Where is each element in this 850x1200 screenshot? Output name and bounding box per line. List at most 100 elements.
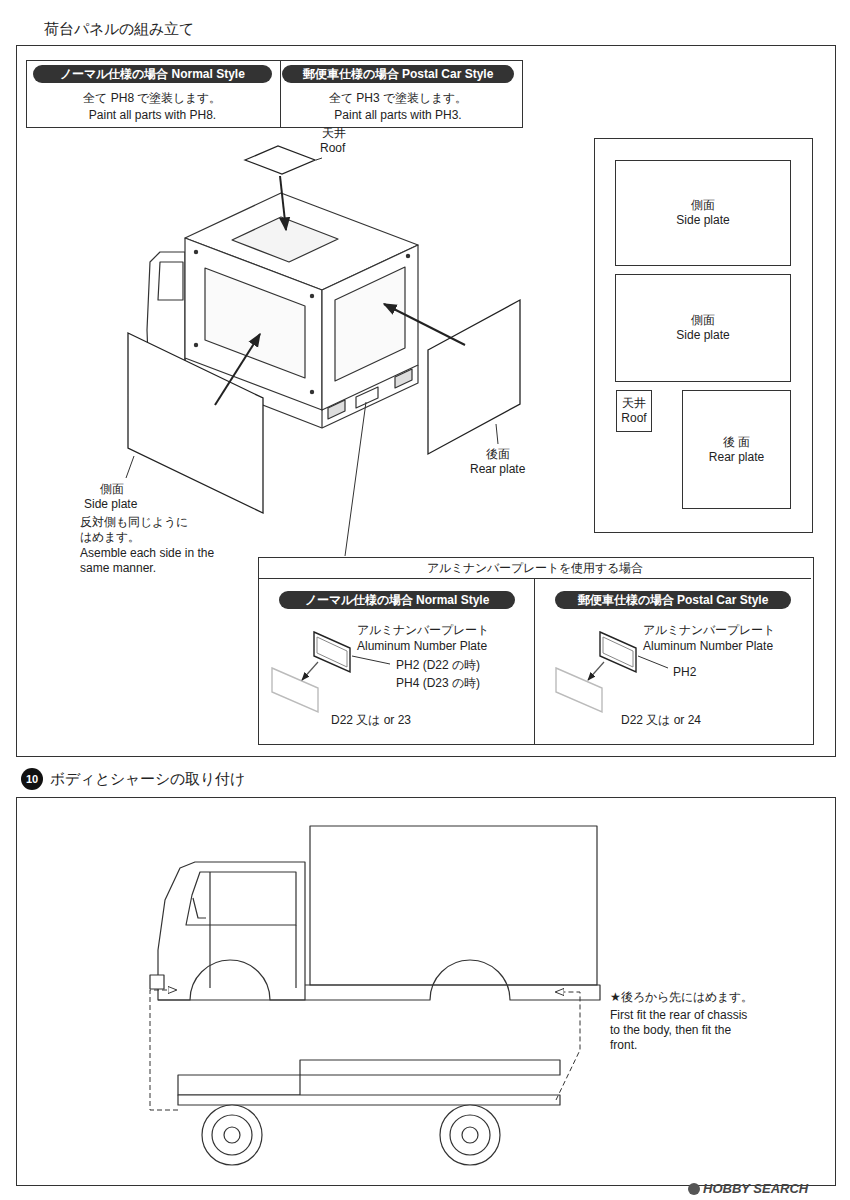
node-text: Rear plate bbox=[709, 450, 764, 465]
cargo-box-illustration bbox=[158, 262, 183, 300]
cargo-box-illustration bbox=[335, 267, 405, 381]
number-plate-illustration bbox=[272, 632, 636, 712]
number-plate-illustration bbox=[314, 632, 350, 672]
assembly-arrow bbox=[215, 334, 260, 405]
style-heading: 郵便車仕様の場合 Postal Car Style bbox=[282, 65, 514, 83]
instruction-note: ★後ろから先にはめます。 bbox=[610, 990, 753, 1005]
node-text: Side plate bbox=[676, 213, 729, 228]
cargo-box-illustration bbox=[310, 294, 313, 297]
part-outline: 後 面Rear plate bbox=[682, 390, 791, 509]
assembly-arrow bbox=[384, 304, 465, 345]
watermark-icon bbox=[688, 1183, 700, 1195]
node-text: 側面 bbox=[691, 198, 715, 213]
step-number-circle bbox=[21, 768, 43, 790]
node-text: アルミナンバープレートを使用する場合 bbox=[259, 561, 811, 576]
cargo-box-illustration bbox=[356, 387, 378, 408]
part-name: 天井 bbox=[322, 126, 346, 141]
node-text: Roof bbox=[621, 411, 646, 426]
node-text: PH2 (D22 の時) bbox=[396, 658, 480, 673]
part-name: 後面 bbox=[486, 447, 510, 462]
node-text: PH4 (D23 の時) bbox=[396, 676, 480, 691]
node-text: D22 又は or 23 bbox=[331, 713, 411, 728]
style-note-box: ノーマル仕様の場合 Normal Style全て PH8 で塗装します。Pain… bbox=[26, 60, 281, 128]
node-text: Paint all parts with PH8. bbox=[27, 108, 278, 123]
cargo-box-illustration bbox=[194, 250, 197, 253]
truck-side-illustration bbox=[224, 1127, 240, 1143]
instruction-note: 反対側も同じように はめます。 bbox=[80, 515, 210, 545]
truck-side-illustration bbox=[440, 1105, 500, 1165]
part-outline: 側面Side plate bbox=[615, 274, 791, 382]
cargo-box-illustration bbox=[395, 369, 412, 388]
truck-side-illustration bbox=[462, 1127, 478, 1143]
number-plate-illustration bbox=[302, 662, 318, 680]
node-text: Side plate bbox=[676, 328, 729, 343]
truck-side-illustration bbox=[310, 826, 597, 985]
fitting-guide-line bbox=[556, 992, 580, 1100]
step-title: ボディとシャーシの取り付け bbox=[50, 770, 245, 788]
node-text: アルミナンバープレート bbox=[357, 623, 489, 638]
option-subpanel: ノーマル仕様の場合 Normal Style アルミナンバープレートAluminu… bbox=[259, 578, 535, 744]
truck-side-illustration bbox=[150, 826, 600, 1165]
truck-side-illustration bbox=[300, 1060, 560, 1075]
part-name: Rear plate bbox=[470, 462, 525, 477]
fitting-guide-line bbox=[150, 990, 178, 1110]
leader-line bbox=[638, 656, 668, 668]
truck-side-illustration bbox=[450, 1115, 490, 1155]
truck-side-illustration bbox=[193, 898, 206, 918]
number-plate-illustration bbox=[600, 632, 636, 672]
frame bbox=[595, 139, 813, 533]
option-subpanel: 郵便車仕様の場合 Postal Car Style アルミナンバープレートAlum… bbox=[535, 578, 811, 744]
node-text: Aluminum Number Plate bbox=[643, 639, 773, 654]
node-text: Aluminum Number Plate bbox=[357, 639, 487, 654]
cargo-box-illustration bbox=[322, 245, 418, 410]
node-text: 後 面 bbox=[723, 435, 750, 450]
truck-side-illustration bbox=[178, 1075, 300, 1095]
cargo-box-illustration bbox=[194, 343, 197, 346]
part-outline: 側面Side plate bbox=[615, 160, 791, 266]
part-outline: 天井Roof bbox=[616, 390, 652, 432]
truck-side-illustration bbox=[178, 1095, 560, 1105]
node-text: PH2 bbox=[673, 665, 696, 680]
node-text: 天井 bbox=[622, 396, 646, 411]
part-plate bbox=[428, 300, 520, 454]
number-plate-illustration bbox=[317, 637, 347, 667]
truck-side-illustration bbox=[210, 872, 296, 988]
leader-line bbox=[352, 656, 390, 664]
frame bbox=[17, 46, 836, 1186]
number-plate-illustration bbox=[556, 668, 602, 712]
step-number-circle bbox=[21, 768, 43, 790]
cargo-box-illustration bbox=[406, 254, 409, 257]
assembly-arrow bbox=[215, 176, 465, 405]
leader-line bbox=[316, 158, 322, 160]
cargo-box-illustration bbox=[205, 268, 305, 378]
part-plate bbox=[128, 146, 520, 513]
node-text: 側面 bbox=[691, 313, 715, 328]
watermark: HOBBY SEARCH bbox=[703, 1181, 808, 1196]
instruction-note: First fit the rear of chassis to the bod… bbox=[610, 1008, 759, 1053]
part-name: Roof bbox=[320, 141, 345, 156]
truck-side-illustration bbox=[186, 872, 296, 925]
leader-line bbox=[126, 456, 134, 478]
assembly-arrow bbox=[280, 176, 286, 230]
truck-side-illustration bbox=[158, 862, 305, 1000]
cargo-box-illustration bbox=[328, 400, 345, 419]
cargo-box-illustration bbox=[321, 410, 322, 428]
watermark-icon bbox=[688, 1183, 700, 1195]
part-plate bbox=[128, 333, 263, 513]
part-name: 側面 bbox=[100, 482, 124, 497]
truck-side-illustration bbox=[158, 960, 600, 1000]
style-heading: ノーマル仕様の場合 Normal Style bbox=[279, 591, 515, 609]
number-plate-illustration bbox=[588, 662, 604, 680]
node-text: Paint all parts with PH3. bbox=[276, 108, 520, 123]
instruction-note: Asemble each side in the same manner. bbox=[80, 546, 230, 576]
style-heading: 郵便車仕様の場合 Postal Car Style bbox=[555, 591, 791, 609]
leader-line bbox=[496, 424, 498, 444]
node-text: D22 又は or 24 bbox=[621, 713, 701, 728]
truck-side-illustration bbox=[202, 1105, 262, 1165]
style-note-box: 郵便車仕様の場合 Postal Car Style全て PH3 で塗装します。P… bbox=[276, 60, 523, 128]
leader-line bbox=[345, 402, 366, 556]
cargo-box-illustration bbox=[310, 390, 313, 393]
fitting-guide-line bbox=[150, 990, 580, 1110]
node-text: アルミナンバープレート bbox=[643, 623, 775, 638]
section-title: 荷台パネルの組み立て bbox=[44, 20, 194, 38]
